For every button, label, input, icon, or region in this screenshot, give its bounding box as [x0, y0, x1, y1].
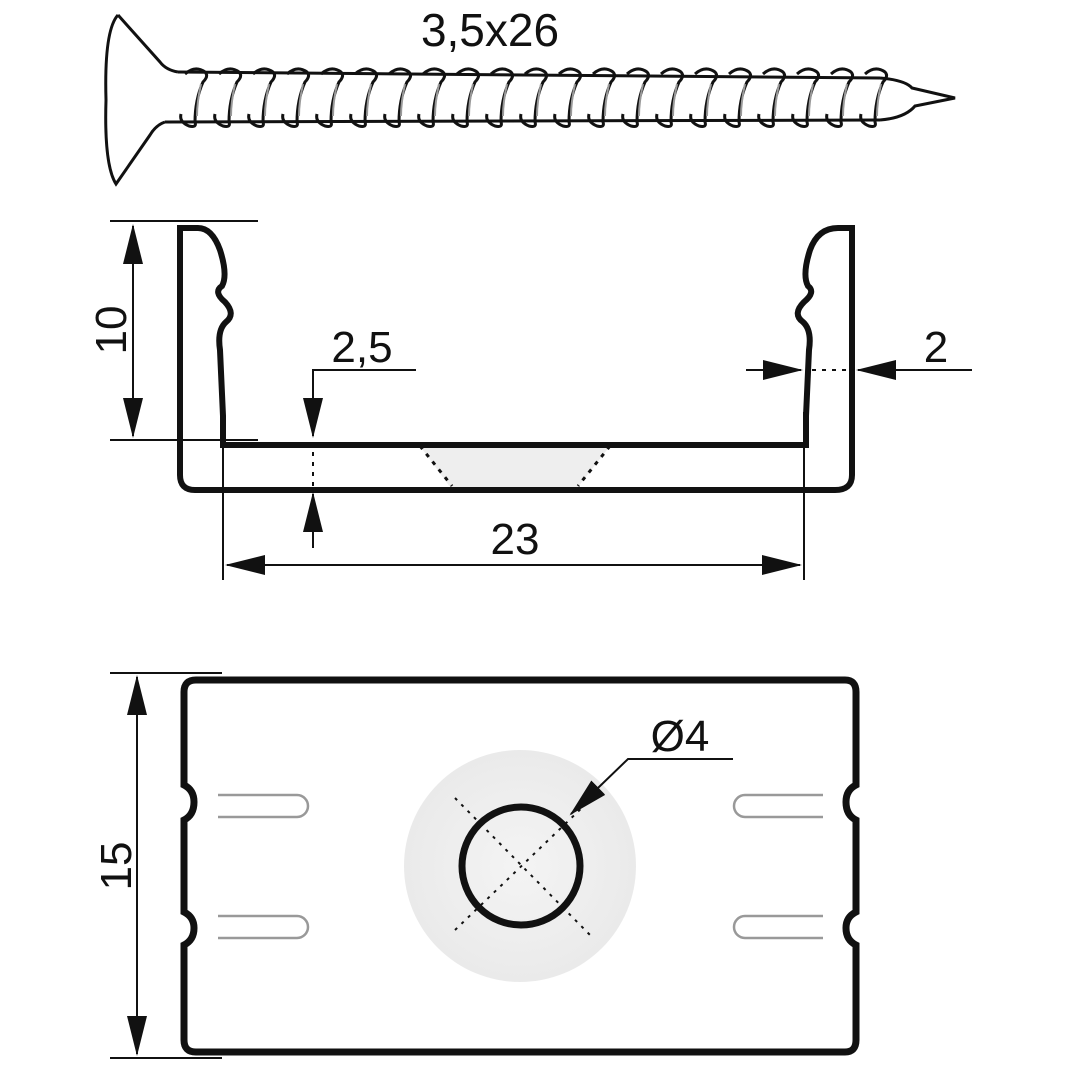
- screw-threads: [179, 67, 889, 128]
- slot-top-right: [732, 793, 823, 819]
- clip-top-view: [180, 676, 860, 1056]
- screw-head: [104, 13, 179, 187]
- thread-crest: [485, 67, 515, 128]
- thread-shade: [876, 83, 882, 117]
- thread-crest: [553, 67, 583, 128]
- thread-shade: [196, 83, 202, 117]
- slot-bottom-left: [218, 914, 310, 940]
- thread-shade: [332, 83, 338, 117]
- thread-shade: [638, 83, 644, 117]
- mounting-hole: [458, 803, 584, 929]
- screw-drawing: [104, 13, 956, 187]
- thread-shade: [434, 83, 440, 117]
- countersink-hidden-lines: [418, 445, 612, 487]
- dim-wall-label: 2: [924, 323, 948, 372]
- slot-top-left: [218, 793, 310, 819]
- thread-crest: [315, 67, 345, 128]
- slots: [218, 793, 823, 940]
- thread-crest: [349, 67, 379, 128]
- top-dimensions: [110, 672, 733, 1059]
- slot-bottom-right: [732, 914, 823, 940]
- thread-crest: [621, 67, 651, 128]
- thread-shade: [706, 83, 712, 117]
- thread-crest: [587, 67, 617, 128]
- thread-shade: [774, 83, 780, 117]
- screw-size-label: 3,5x26: [421, 4, 559, 56]
- clip-front-view: [177, 225, 855, 493]
- thread-shade: [366, 83, 372, 117]
- dim-hole-label: Ø4: [651, 712, 710, 761]
- thread-shade: [536, 83, 542, 117]
- dim-width-label: 23: [491, 515, 540, 564]
- dim-length-label: 15: [92, 842, 141, 891]
- thread-crest: [519, 67, 549, 128]
- thread-shade: [740, 83, 746, 117]
- thread-shade: [672, 83, 678, 117]
- thread-shade: [264, 83, 270, 117]
- dim-hole-leader: [569, 758, 733, 816]
- thread-shade: [502, 83, 508, 117]
- thread-crest: [281, 67, 311, 128]
- thread-crest: [179, 67, 209, 128]
- top-view-outline: [180, 676, 860, 1056]
- thread-shade: [842, 83, 848, 117]
- thread-shade: [468, 83, 474, 117]
- thread-crest: [247, 67, 277, 128]
- thread-shade: [230, 83, 236, 117]
- thread-shade: [400, 83, 406, 117]
- thread-crest: [451, 67, 481, 128]
- countersink-highlight: [420, 446, 610, 487]
- thread-shade: [808, 83, 814, 117]
- thread-shade: [604, 83, 610, 117]
- dim-height-label: 10: [87, 306, 136, 355]
- front-dimensions: [110, 220, 972, 580]
- thread-shade: [570, 83, 576, 117]
- thread-crest: [417, 67, 447, 128]
- screw-tip: [879, 76, 956, 122]
- thread-crest: [213, 67, 243, 128]
- u-profile-outline: [177, 225, 855, 493]
- dim-thickness-label: 2,5: [331, 323, 392, 372]
- dim-thickness-leader: [303, 369, 416, 438]
- thread-shade: [298, 83, 304, 117]
- thread-crest: [383, 67, 413, 128]
